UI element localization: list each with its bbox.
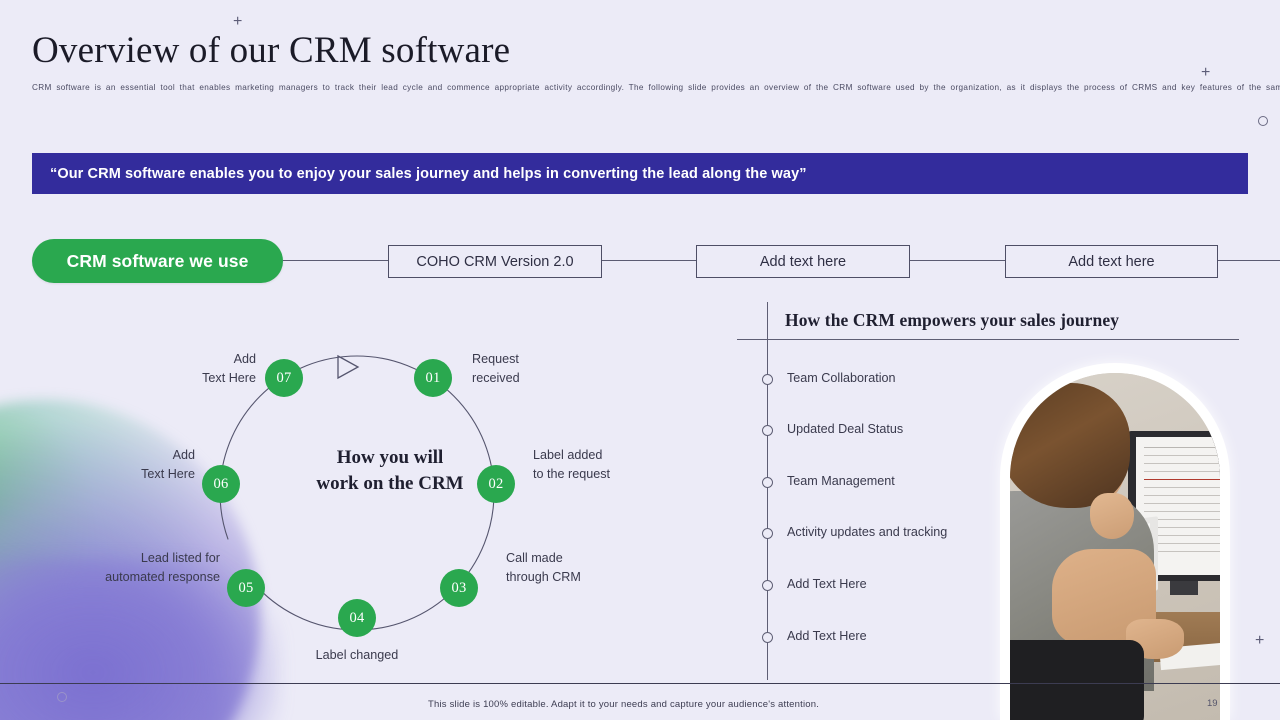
cycle-diagram: 01 02 03 04 05 06 07 Request received La…: [100, 325, 680, 680]
timeline-item-6[interactable]: Add Text Here: [787, 629, 867, 643]
timeline-dot: [762, 477, 773, 488]
photo-person-hair: [1010, 383, 1130, 508]
page-subtitle: CRM software is an essential tool that e…: [32, 83, 1280, 92]
cycle-label-03-line1: Call made: [506, 551, 563, 565]
panel-heading: How the CRM empowers your sales journey: [785, 310, 1120, 330]
cycle-label-04-line1: Label changed: [315, 648, 399, 662]
cycle-label-05-line2: automated response: [105, 570, 220, 585]
crm-software-pill[interactable]: CRM software we use: [32, 239, 283, 283]
cycle-node-06[interactable]: 06: [202, 465, 240, 503]
cycle-label-03-line2: through CRM: [506, 570, 581, 585]
process-row: [0, 240, 1280, 282]
cycle-label-07-line2: Text Here: [202, 371, 256, 386]
cycle-label-07-line1: Add: [233, 352, 256, 366]
cycle-label-06-line2: Text Here: [141, 467, 195, 482]
cycle-center-line1: How you will: [336, 447, 444, 468]
cycle-label-02-line2: to the request: [533, 467, 611, 482]
footer-divider: [0, 683, 1280, 684]
cycle-node-02[interactable]: 02: [477, 465, 515, 503]
timeline-dot: [762, 425, 773, 436]
footer-note: This slide is 100% editable. Adapt it to…: [428, 699, 820, 710]
cycle-node-07[interactable]: 07: [265, 359, 303, 397]
process-box-3[interactable]: Add text here: [1005, 245, 1218, 278]
timeline-item-4[interactable]: Activity updates and tracking: [787, 525, 948, 539]
workspace-photo: [1010, 373, 1220, 720]
cycle-label-05-line1: Lead listed for: [140, 551, 220, 565]
cycle-label-04: Label changed: [282, 646, 432, 665]
cycle-label-02-line1: Label added: [533, 448, 603, 462]
connector-line: [1216, 260, 1280, 261]
photo-chair: [1010, 640, 1144, 720]
plus-marker-icon: +: [1201, 64, 1211, 81]
cycle-node-01[interactable]: 01: [414, 359, 452, 397]
timeline-item-3[interactable]: Team Management: [787, 474, 895, 488]
panel-divider: [737, 339, 1239, 340]
timeline-item-5[interactable]: Add Text Here: [787, 577, 867, 591]
photo-frame: [1000, 363, 1230, 720]
quote-banner: “Our CRM software enables you to enjoy y…: [32, 153, 1248, 194]
process-box-1[interactable]: COHO CRM Version 2.0: [388, 245, 602, 278]
cycle-label-07: Add Text Here: [122, 350, 256, 388]
page-title: Overview of our CRM software: [32, 30, 511, 71]
ring-marker-icon: [1258, 116, 1268, 126]
cycle-node-05[interactable]: 05: [227, 569, 265, 607]
timeline-item-2[interactable]: Updated Deal Status: [787, 422, 904, 436]
timeline-dot: [762, 580, 773, 591]
timeline-item-1[interactable]: Team Collaboration: [787, 371, 896, 385]
connector-line: [283, 260, 388, 261]
plus-marker-icon: +: [233, 13, 243, 30]
cycle-label-06-line1: Add: [172, 448, 195, 462]
timeline-axis: [767, 302, 768, 680]
cycle-label-05: Lead listed for automated response: [20, 549, 220, 587]
cycle-center-title: How you will work on the CRM: [285, 445, 495, 496]
timeline-dot: [762, 632, 773, 643]
process-box-2[interactable]: Add text here: [696, 245, 910, 278]
quote-text: “Our CRM software enables you to enjoy y…: [50, 165, 807, 182]
cycle-label-03: Call made through CRM: [506, 549, 581, 587]
ring-marker-icon: [57, 692, 67, 702]
page-number: 19: [1207, 698, 1218, 709]
plus-marker-icon: +: [1255, 632, 1265, 649]
timeline-dot: [762, 528, 773, 539]
cycle-center-line2: work on the CRM: [316, 472, 464, 494]
cycle-label-01-line2: received: [472, 371, 520, 386]
cycle-node-04[interactable]: 04: [338, 599, 376, 637]
photo-person-hand: [1090, 493, 1134, 539]
cycle-label-01-line1: Request: [472, 352, 519, 366]
cycle-node-03[interactable]: 03: [440, 569, 478, 607]
connector-line: [908, 260, 1006, 261]
cycle-label-01: Request received: [472, 350, 520, 388]
photo-monitor-stand: [1170, 581, 1198, 595]
timeline-dot: [762, 374, 773, 385]
connector-line: [600, 260, 696, 261]
cycle-label-02: Label added to the request: [533, 446, 610, 484]
cycle-label-06: Add Text Here: [60, 446, 195, 484]
